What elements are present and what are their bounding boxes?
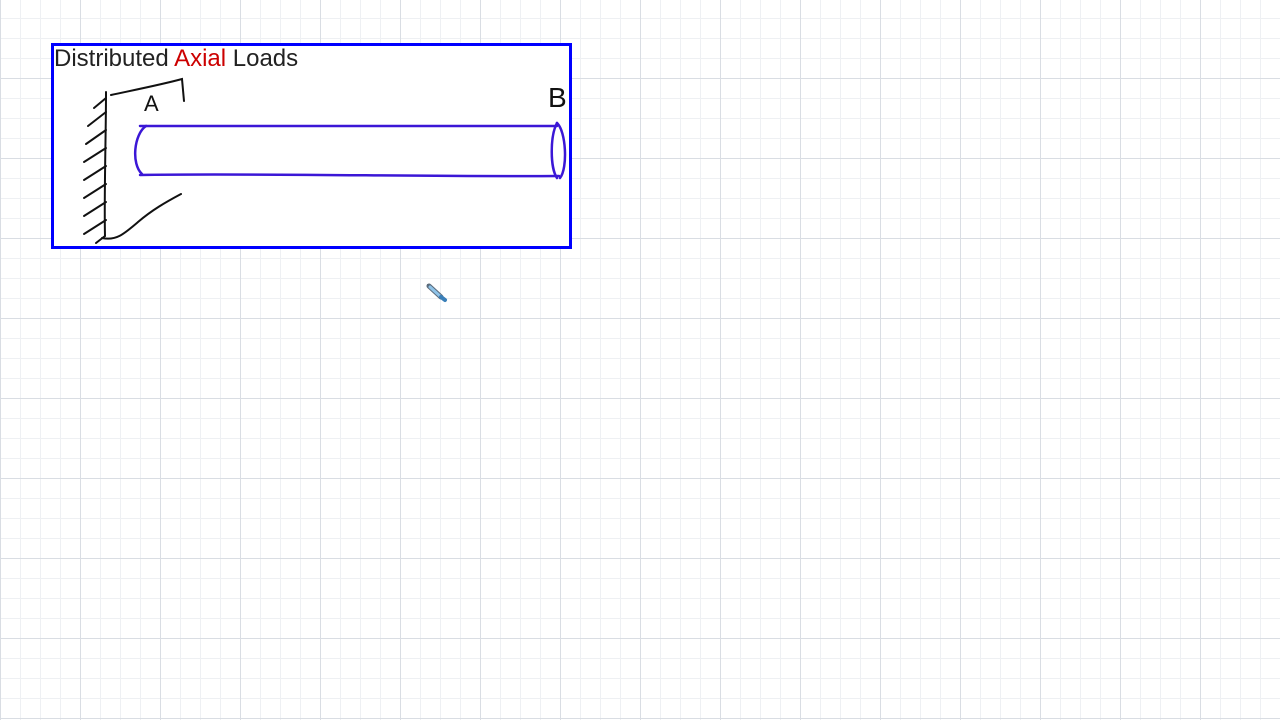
hatch-line xyxy=(93,97,107,109)
title-text-2: Loads xyxy=(226,45,299,72)
hatch-line xyxy=(83,147,107,163)
bar-right-end-left xyxy=(550,121,559,180)
title-accent-text: Axial xyxy=(174,45,227,72)
bar-top-edge xyxy=(138,124,559,128)
hatch-line xyxy=(95,235,106,244)
section-bracket xyxy=(110,77,185,102)
hatch-line xyxy=(83,219,107,235)
hatch-line xyxy=(83,183,107,199)
wall-support xyxy=(83,91,107,244)
bar-body xyxy=(134,121,567,180)
bar-sketch xyxy=(83,77,567,244)
diagram-title: Distributed Axial Loads xyxy=(54,46,298,72)
hatch-line xyxy=(85,129,107,145)
bar-left-end xyxy=(134,124,148,176)
lower-curve xyxy=(101,193,182,240)
bar-bottom-edge xyxy=(138,173,561,178)
bar-right-end-right xyxy=(555,121,567,180)
hatch-line xyxy=(83,165,107,181)
pen-cursor-icon xyxy=(426,283,447,302)
hatch-line xyxy=(83,201,107,217)
diagram-frame: Distributed Axial Loads xyxy=(51,43,572,249)
point-a-label: A xyxy=(144,91,159,116)
title-text-1: Distributed xyxy=(54,45,175,72)
hatch-line xyxy=(87,111,107,127)
point-b-label: B xyxy=(548,82,567,113)
